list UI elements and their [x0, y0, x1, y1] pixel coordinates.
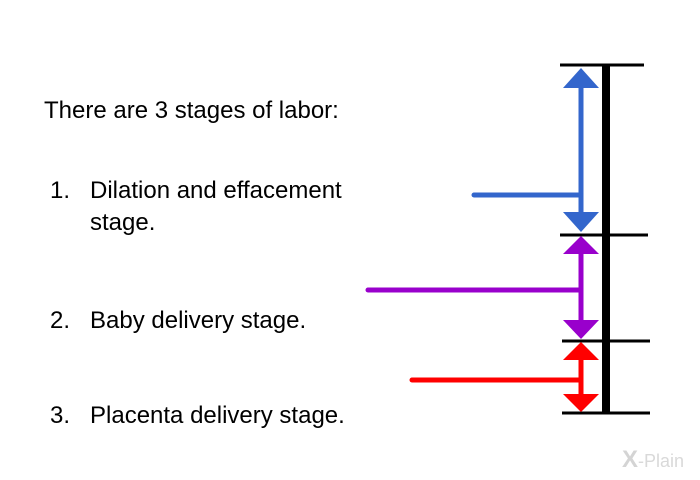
- stage-3-arrow-down: [563, 394, 599, 412]
- stage-item-2: 2. Baby delivery stage.: [50, 305, 410, 337]
- stage-1-arrow-down: [563, 212, 599, 232]
- stage-2-arrow-up: [563, 236, 599, 254]
- stage-1-bracket: [471, 68, 599, 232]
- stage-2-bracket: [365, 236, 599, 339]
- stage-number: 2.: [50, 307, 71, 334]
- stage-3-bracket: [409, 342, 599, 412]
- stage-3-arrow-up: [563, 342, 599, 360]
- x-plain-logo-text: -Plain: [638, 451, 685, 471]
- intro-text: There are 3 stages of labor:: [44, 97, 339, 124]
- stage-item-1: 1. Dilation and effacement stage.: [50, 175, 410, 239]
- stage-1-arrow-up: [563, 68, 599, 88]
- stage-2-arrow-down: [563, 320, 599, 339]
- stage-item-3: 3. Placenta delivery stage.: [50, 400, 410, 432]
- stage-label: Placenta delivery stage.: [90, 402, 345, 429]
- x-plain-logo-mark: X: [622, 446, 639, 473]
- stage-number: 1.: [50, 177, 71, 204]
- stage-number: 3.: [50, 402, 71, 429]
- x-plain-watermark: X-Plain: [622, 448, 685, 472]
- stage-label: Dilation and effacement stage.: [90, 177, 342, 236]
- stage-label: Baby delivery stage.: [90, 307, 307, 334]
